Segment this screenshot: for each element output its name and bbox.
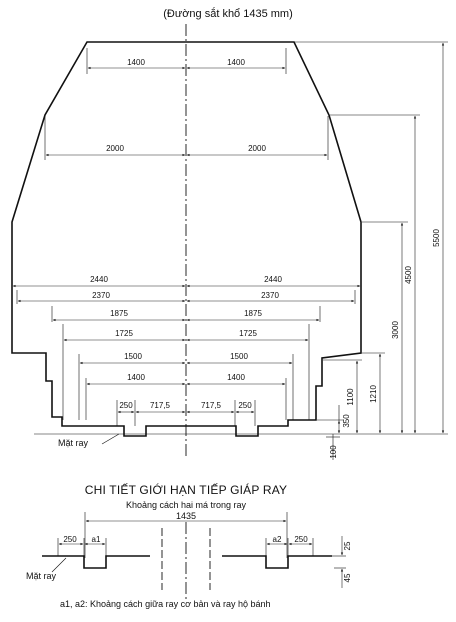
height-label-4500: 4500: [404, 266, 413, 284]
height-label-5500: 5500: [432, 229, 441, 247]
gauge-dimension: 1435: [84, 511, 288, 558]
width-label-1500-left: 1500: [124, 352, 142, 361]
width-dimensions: 1400 1400 2000 2000 2440 2440 2370 2370 …: [12, 48, 361, 420]
diagram-title: (Đường sắt khổ 1435 mm): [163, 7, 293, 20]
width-label-2000-left: 2000: [106, 144, 124, 153]
detail-footnote: a1, a2: Khoảng cách giữa ray cơ bản và r…: [60, 599, 271, 609]
width-label-1500-right: 1500: [230, 352, 248, 361]
height-label-350: 350: [342, 414, 351, 428]
width-label-1400-top-right: 1400: [227, 58, 245, 67]
detail-small-dimensions: 250 a1 a2 250 25 45: [57, 535, 352, 588]
rail-leader: [101, 433, 120, 445]
width-label-1875-left: 1875: [110, 309, 128, 318]
detail-left-label-a1: a1: [92, 535, 101, 544]
detail-right-label-a2: a2: [273, 535, 282, 544]
width-label-2370-left: 2370: [92, 291, 110, 300]
height-dimensions: 5500 4500 3000 1210 1100 350 100: [294, 41, 448, 460]
height-label-1210: 1210: [369, 385, 378, 403]
width-label-2440-right: 2440: [264, 275, 282, 284]
rail-label: Mặt ray: [58, 438, 89, 448]
width-label-1400-low-right: 1400: [227, 373, 245, 382]
detail-profile-left: [42, 555, 150, 569]
near-rail-label-right-b: 717,5: [201, 401, 222, 410]
detail-rail-label: Mặt ray: [26, 571, 57, 581]
detail-right-label-250: 250: [294, 535, 308, 544]
gauge-label: 1435: [176, 511, 196, 521]
width-label-1725-left: 1725: [115, 329, 133, 338]
width-label-2000-right: 2000: [248, 144, 266, 153]
width-label-1400-top-left: 1400: [127, 58, 145, 67]
width-label-1400-low-left: 1400: [127, 373, 145, 382]
width-label-1725-right: 1725: [239, 329, 257, 338]
height-label-1100: 1100: [346, 388, 355, 406]
detail-rail-leader: [51, 557, 67, 573]
detail-profile-right: [222, 555, 332, 569]
detail-left-label-250: 250: [63, 535, 77, 544]
detail-heading: CHI TIẾT GIỚI HẠN TIẾP GIÁP RAY: [85, 482, 288, 497]
near-rail-dimensions: 250 717,5 717,5 250: [116, 400, 256, 426]
detail-vertical-45: 45: [343, 573, 352, 582]
width-label-1875-right: 1875: [244, 309, 262, 318]
height-label-3000: 3000: [391, 321, 400, 339]
detail-vertical-25: 25: [343, 541, 352, 550]
near-rail-label-left-b: 717,5: [150, 401, 171, 410]
near-rail-label-left-a: 250: [119, 401, 133, 410]
width-label-2440-left: 2440: [90, 275, 108, 284]
clearance-outline: [11, 41, 362, 437]
detail-subtitle: Khoảng cách hai má trong ray: [126, 500, 247, 510]
near-rail-label-right-a: 250: [238, 401, 252, 410]
width-label-2370-right: 2370: [261, 291, 279, 300]
height-label-100: 100: [329, 445, 338, 459]
